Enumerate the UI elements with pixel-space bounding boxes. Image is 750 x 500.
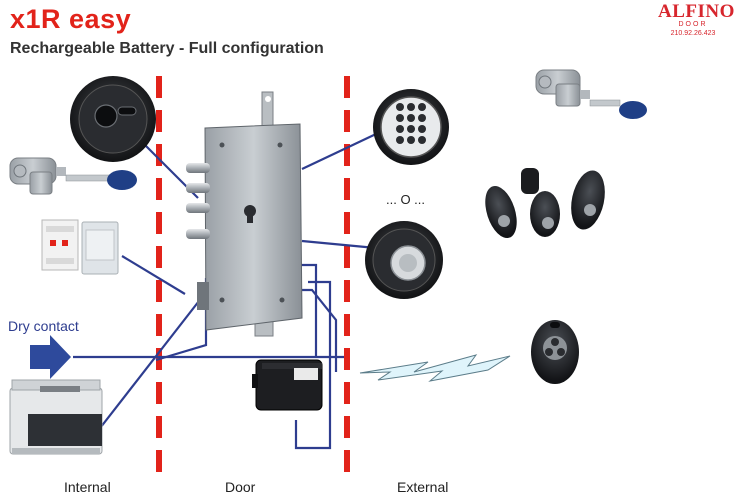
control-unit-icon xyxy=(9,379,103,455)
remote-control-icon xyxy=(531,320,579,384)
dry-contact-arrow-icon xyxy=(30,335,71,379)
page-title: x1R easy xyxy=(10,4,132,34)
logo-phone: 210.92.26.423 xyxy=(670,30,716,37)
internal-reader-icon xyxy=(70,76,156,162)
keypad-icon xyxy=(373,89,449,165)
lock-body-icon xyxy=(186,91,303,337)
logo-word: ALFINO xyxy=(658,1,735,22)
or-separator: ... O ... xyxy=(386,192,426,207)
din-module-icon xyxy=(41,219,119,275)
wireless-signal-icon xyxy=(359,354,511,382)
brand-logo: ALFINO DOOR 210.92.26.423 xyxy=(658,1,735,38)
zone-label-door: Door xyxy=(225,479,256,495)
page-subtitle: Rechargeable Battery - Full configuratio… xyxy=(10,40,324,57)
remote-transponders-icon xyxy=(485,168,605,239)
external-reader-icon xyxy=(365,221,443,299)
logo-sub: DOOR xyxy=(678,21,708,28)
cylinder-key-icon xyxy=(9,157,137,195)
dry-contact-label: Dry contact xyxy=(8,318,79,334)
zone-label-internal: Internal xyxy=(64,479,111,495)
cylinder-key-icon xyxy=(535,69,647,119)
battery-pack-icon xyxy=(252,359,323,411)
zone-label-external: External xyxy=(397,479,449,495)
